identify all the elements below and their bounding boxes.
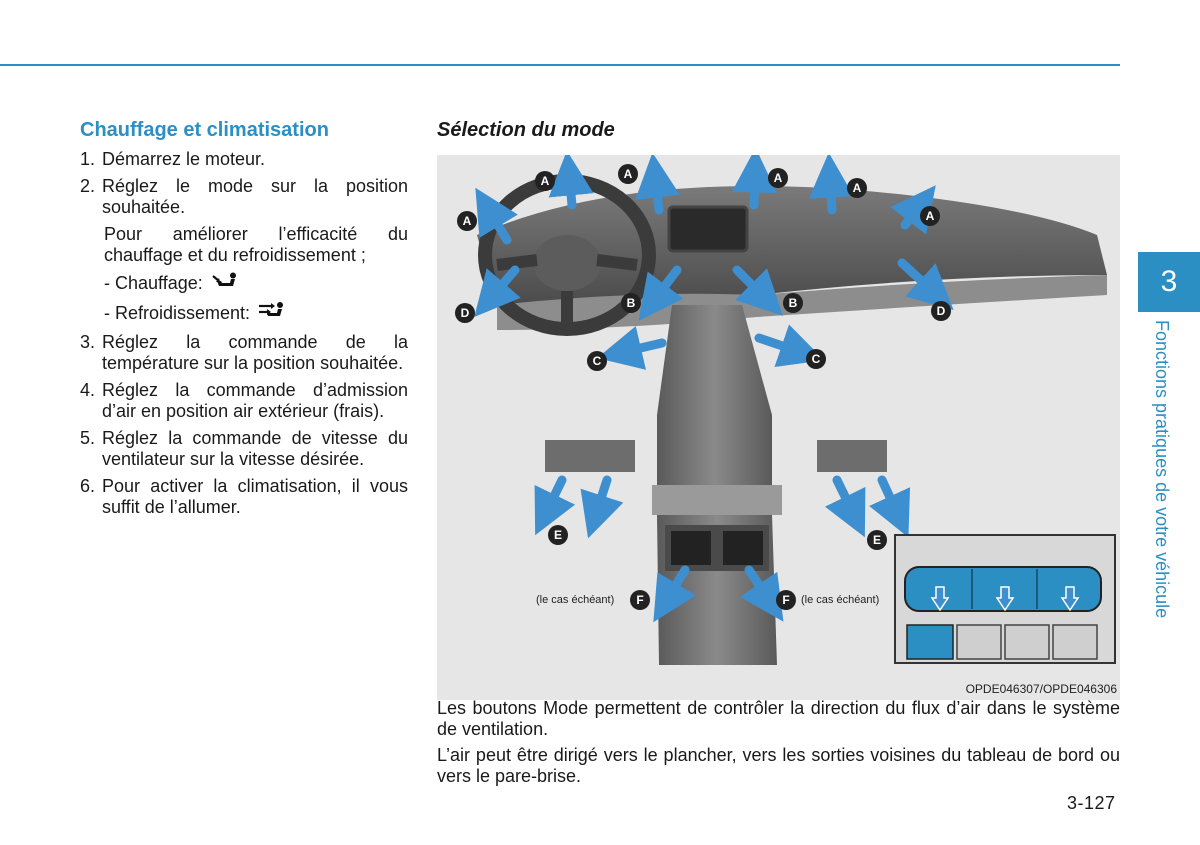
list-item: 1. Démarrez le moteur. [80, 149, 408, 170]
step-number: 6. [80, 476, 102, 518]
label-badge-a: A [847, 178, 867, 198]
description-para-2: L’air peut être dirigé vers le plancher,… [437, 745, 1120, 787]
mode-note: Pour améliorer l’efficacité du chauffage… [80, 224, 408, 326]
list-item: 6. Pour activer la climatisation, il vou… [80, 476, 408, 518]
label-a: A [853, 181, 862, 195]
label-badge-b: B [783, 293, 803, 313]
label-f: F [636, 593, 643, 607]
label-c: C [812, 352, 821, 366]
mode-column: Sélection du mode [437, 117, 1120, 143]
step-list-continued: 3. Réglez la commande de la température … [80, 332, 408, 518]
list-item: 2. Réglez le mode sur la position souhai… [80, 176, 408, 218]
label-e: E [873, 533, 881, 547]
label-badge-a: A [768, 168, 788, 188]
step-text: Pour activer la climatisation, il vous s… [102, 476, 408, 518]
cool-mode-line: - Refroidissement: [104, 301, 408, 326]
label-a: A [774, 171, 783, 185]
header-rule [0, 64, 1120, 66]
heat-mode-line: - Chauffage: [104, 272, 408, 295]
airflow-illustration [437, 155, 1120, 700]
step-number: 3. [80, 332, 102, 374]
page-number: 3-127 [1067, 793, 1116, 814]
label-b: B [789, 296, 798, 310]
description-para-1: Les boutons Mode permettent de contrôler… [437, 698, 1120, 740]
center-console [657, 305, 772, 485]
optional-note-right: (le cas échéant) [801, 594, 879, 606]
description: Les boutons Mode permettent de contrôler… [437, 698, 1120, 792]
cool-mode-label: - Refroidissement: [104, 303, 250, 324]
center-display [669, 207, 747, 251]
label-badge-a: A [535, 171, 555, 191]
step-list: 1. Démarrez le moteur. 2. Réglez le mode… [80, 149, 408, 218]
label-a: A [926, 209, 935, 223]
airflow-diagram: A A A A A A B B C C D D E E F F (le cas … [437, 155, 1120, 700]
label-f: F [782, 593, 789, 607]
chapter-title: Fonctions pratiques de votre véhicule [1148, 320, 1178, 640]
figure-code: OPDE046307/OPDE046306 [966, 682, 1117, 696]
step-number: 4. [80, 380, 102, 422]
label-badge-a: A [618, 164, 638, 184]
step-number: 5. [80, 428, 102, 470]
label-d: D [937, 304, 946, 318]
list-item: 5. Réglez la commande de vitesse du vent… [80, 428, 408, 470]
section-title: Chauffage et climatisation [80, 117, 408, 143]
label-a: A [463, 214, 472, 228]
list-item: 4. Réglez la commande d’admission d’air … [80, 380, 408, 422]
step-text: Réglez la commande d’admission d’air en … [102, 380, 408, 422]
right-footwell-vent [817, 440, 887, 472]
heat-mode-label: - Chauffage: [104, 273, 203, 294]
label-c: C [593, 354, 602, 368]
label-badge-e: E [548, 525, 568, 545]
step-text: Réglez le mode sur la position souhaitée… [102, 176, 408, 218]
step-number: 1. [80, 149, 102, 170]
list-item: 3. Réglez la commande de la température … [80, 332, 408, 374]
label-badge-a: A [457, 211, 477, 231]
label-badge-b: B [621, 293, 641, 313]
label-badge-e: E [867, 530, 887, 550]
chapter-title-text: Fonctions pratiques de votre véhicule [1148, 320, 1176, 640]
label-badge-f: F [630, 590, 650, 610]
label-b: B [627, 296, 636, 310]
face-mode-icon [258, 301, 286, 326]
left-footwell-vent [545, 440, 635, 472]
label-badge-d: D [455, 303, 475, 323]
label-a: A [624, 167, 633, 181]
optional-note-left: (le cas échéant) [536, 594, 614, 606]
figure-title: Sélection du mode [437, 117, 1120, 143]
label-badge-f: F [776, 590, 796, 610]
label-e: E [554, 528, 562, 542]
step-number: 2. [80, 176, 102, 218]
label-badge-a: A [920, 206, 940, 226]
label-a: A [541, 174, 550, 188]
instructions-column: Chauffage et climatisation 1. Démarrez l… [80, 117, 408, 524]
label-d: D [461, 306, 470, 320]
label-badge-c: C [806, 349, 826, 369]
step-text: Réglez la commande de vitesse du ventila… [102, 428, 408, 470]
mode-note-text: Pour améliorer l’efficacité du chauffage… [104, 224, 408, 266]
label-badge-d: D [931, 301, 951, 321]
chapter-tab: 3 [1138, 252, 1200, 312]
floor-mode-icon [211, 272, 239, 295]
step-text: Réglez la commande de la température sur… [102, 332, 408, 374]
label-badge-c: C [587, 351, 607, 371]
step-text: Démarrez le moteur. [102, 149, 408, 170]
